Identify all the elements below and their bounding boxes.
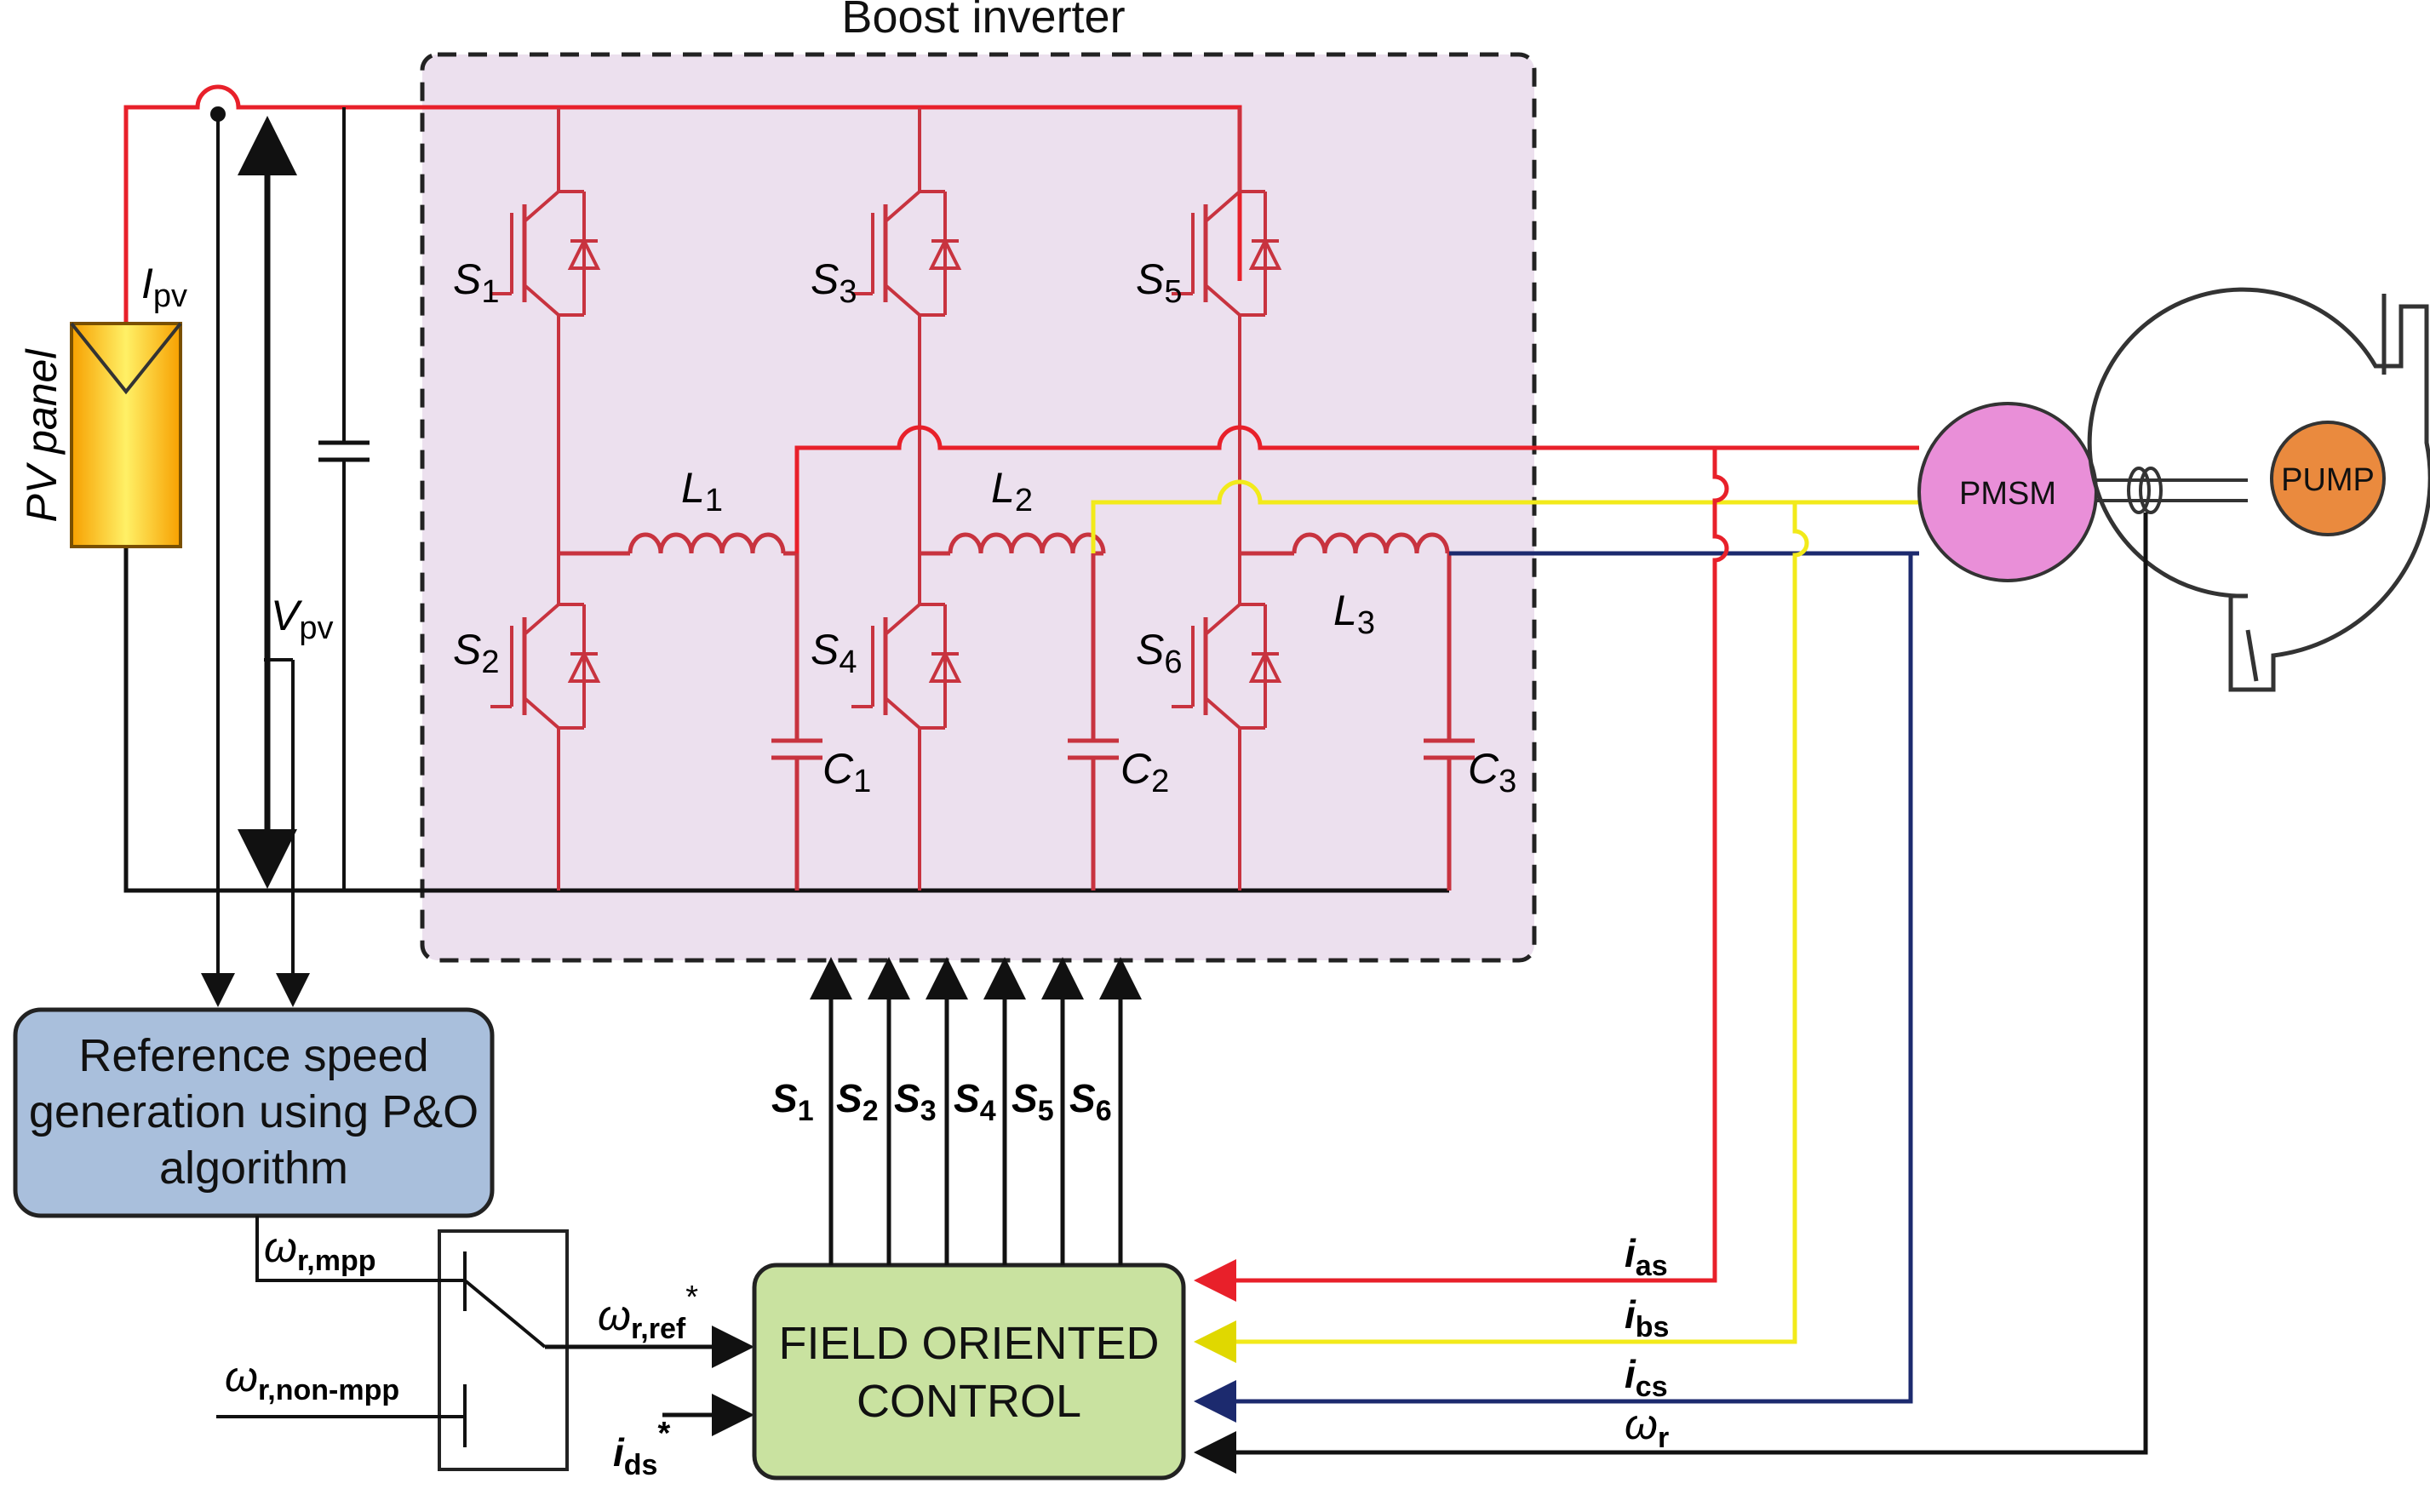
ics-feedback [1194,553,1913,1423]
gate-s6-label: S6 [1069,1076,1112,1127]
c1-label: C1 [822,745,871,799]
gate-signal-arrows [810,957,1142,1265]
vpv-label: Vpv [271,592,334,646]
ref-block-line1: Reference speed [78,1030,428,1081]
dc-bus-positive [123,84,1242,324]
dc-bus-negative [123,545,1449,893]
gate-s1-label: S1 [771,1076,814,1127]
ref-block-line3: algorithm [159,1143,348,1194]
pump-label: PUMP [2281,462,2375,498]
gate-s5-label: S5 [1012,1076,1054,1127]
foc-line2: CONTROL [857,1376,1081,1427]
s1-label: S1 [453,255,500,310]
mode-selector [438,1229,569,1471]
dc-link-capacitor [318,107,370,891]
capacitor-c3 [1424,553,1475,891]
phase-b-line [1091,479,1919,553]
pump-housing [2087,287,2430,692]
s6-label: S6 [1136,626,1183,680]
foc-line1: FIELD ORIENTED [778,1318,1159,1369]
reference-speed-block [13,1007,495,1218]
pv-panel-label: PV panel [18,348,66,523]
ibs-feedback [1194,502,1809,1363]
ias-feedback [1194,448,1729,1302]
pump-impeller [2270,421,2386,536]
gate-s2-label: S2 [836,1076,879,1127]
c3-label: C3 [1468,745,1516,799]
boost-inverter-label: Boost inverter [841,0,1125,43]
gate-s4-label: S4 [954,1076,996,1127]
omega-mpp-wire [255,1216,465,1282]
l1-label: L1 [681,464,723,518]
gate-s3-label: S3 [894,1076,937,1127]
s3-label: S3 [811,255,857,310]
l2-label: L2 [991,464,1033,518]
phase-a-line [794,425,1919,553]
ias-label: ias [1625,1231,1668,1282]
s2-label: S2 [453,626,500,680]
ref-block-line2: generation using P&O [29,1086,479,1137]
inductor-l1 [559,532,797,556]
ibs-label: ibs [1625,1292,1669,1343]
boost-inverter-box [420,52,1537,963]
omega-non-mpp-label: ωr,non-mpp [225,1353,399,1406]
s5-label: S5 [1136,255,1183,310]
omega-ref-label: ωr,ref* [598,1280,698,1345]
speed-feedback [1194,513,2148,1474]
pv-panel [70,322,182,548]
capacitor-c2 [1068,553,1119,891]
c2-label: C2 [1120,745,1169,799]
motor-shaft [2096,467,2248,514]
omega-mpp-label: ωr,mpp [264,1223,376,1277]
ics-label: ics [1625,1352,1668,1403]
pmsm-label: PMSM [1959,476,2056,512]
ipv-label: Ipv [141,260,187,314]
s4-label: S4 [811,626,857,680]
ids-label: ids* [613,1416,670,1481]
foc-block [752,1263,1186,1480]
l3-label: L3 [1333,587,1375,641]
omega-r-label: ωr [1625,1400,1669,1454]
